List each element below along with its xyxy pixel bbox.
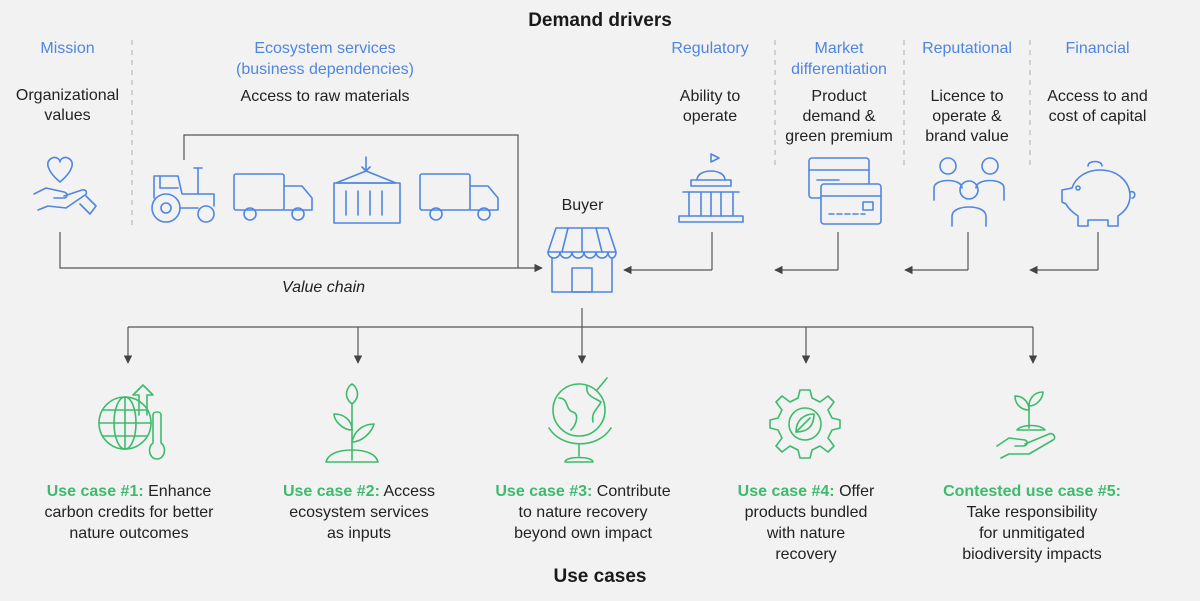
use-case-3: Use case #3: Contribute to nature recove…: [472, 481, 694, 544]
driver-mission-desc: Organizational values: [15, 87, 120, 124]
gear-leaf-icon: [769, 389, 841, 459]
storefront-icon: [547, 227, 617, 293]
value-chain-label: Value chain: [282, 279, 366, 296]
driver-regulatory-desc: Ability to operate: [679, 88, 741, 125]
piggy-bank-icon: [1061, 160, 1136, 227]
use-case-5-tag: Contested use case #5:: [943, 483, 1121, 500]
use-case-1: Use case #1: Enhance carbon credits for …: [18, 481, 240, 544]
sprout-icon: [325, 383, 379, 463]
truck-icon: [419, 173, 499, 221]
container-icon: [333, 156, 401, 224]
people-group-icon: [933, 157, 1005, 227]
hand-sprout-icon: [996, 391, 1056, 459]
driver-mission-label: Mission: [40, 40, 95, 57]
driver-ecosystem-desc: Access to raw materials: [240, 88, 410, 105]
use-case-2: Use case #2: Access ecosystem services a…: [250, 481, 468, 544]
driver-reputational-desc: Licence to operate & brand value: [925, 88, 1009, 145]
tractor-icon: [151, 167, 215, 223]
use-case-3-text: Contribute to nature recovery beyond own…: [514, 483, 671, 542]
use-case-2-text: Access ecosystem services as inputs: [289, 483, 436, 542]
use-case-4-tag: Use case #4:: [737, 483, 835, 500]
heart-hand-icon: [33, 156, 97, 215]
buyer-label: Buyer: [561, 197, 604, 214]
globe-thermometer-icon: [98, 384, 166, 460]
driver-market-desc: Product demand & green premium: [785, 88, 893, 145]
government-building-icon: [678, 153, 744, 223]
driver-regulatory-label: Regulatory: [671, 40, 749, 57]
use-case-1-text: Enhance carbon credits for better nature…: [44, 483, 214, 542]
use-case-3-tag: Use case #3:: [495, 483, 593, 500]
driver-reputational-label: Reputational: [922, 40, 1012, 57]
globe-stand-icon: [548, 377, 612, 463]
driver-market-label: Market differentiation: [791, 40, 887, 78]
diagram-title: Demand drivers: [528, 10, 672, 31]
credit-cards-icon: [808, 157, 882, 225]
use-case-4-text: Offer products bundled with nature recov…: [744, 483, 875, 563]
use-case-2-tag: Use case #2:: [282, 483, 380, 500]
driver-financial-label: Financial: [1065, 40, 1130, 57]
use-cases-title: Use cases: [553, 566, 647, 587]
use-case-1-tag: Use case #1:: [46, 483, 144, 500]
truck-icon: [233, 173, 313, 221]
driver-financial-desc: Access to and cost of capital: [1047, 88, 1148, 125]
use-case-4: Use case #4: Offer products bundled with…: [706, 481, 906, 565]
use-case-5-text: Take responsibility for unmitigated biod…: [962, 504, 1102, 563]
use-case-5: Contested use case #5: Take responsibili…: [918, 481, 1146, 565]
driver-ecosystem-label: Ecosystem services (business dependencie…: [236, 40, 414, 78]
